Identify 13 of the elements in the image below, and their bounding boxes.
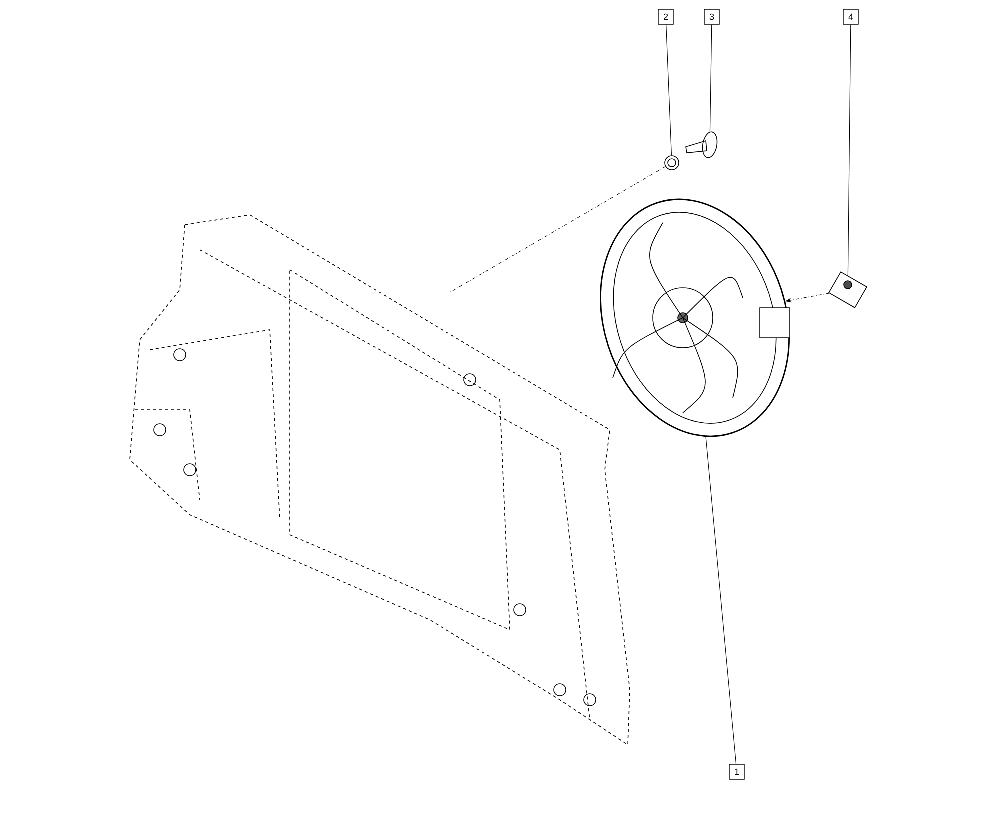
leader-line xyxy=(706,436,737,764)
callout-number: 1 xyxy=(729,764,745,780)
callout-number: 2 xyxy=(658,9,674,25)
frame-drawing xyxy=(130,214,630,746)
leader-line xyxy=(666,24,672,156)
callout-number: 4 xyxy=(843,9,859,25)
leader-line xyxy=(848,24,852,276)
nut-drawing xyxy=(664,156,680,170)
fan-drawing xyxy=(600,198,790,438)
callout-number: 3 xyxy=(704,9,720,25)
assembly-line xyxy=(450,166,666,293)
leader-line xyxy=(710,24,712,132)
screw-drawing xyxy=(686,132,718,158)
